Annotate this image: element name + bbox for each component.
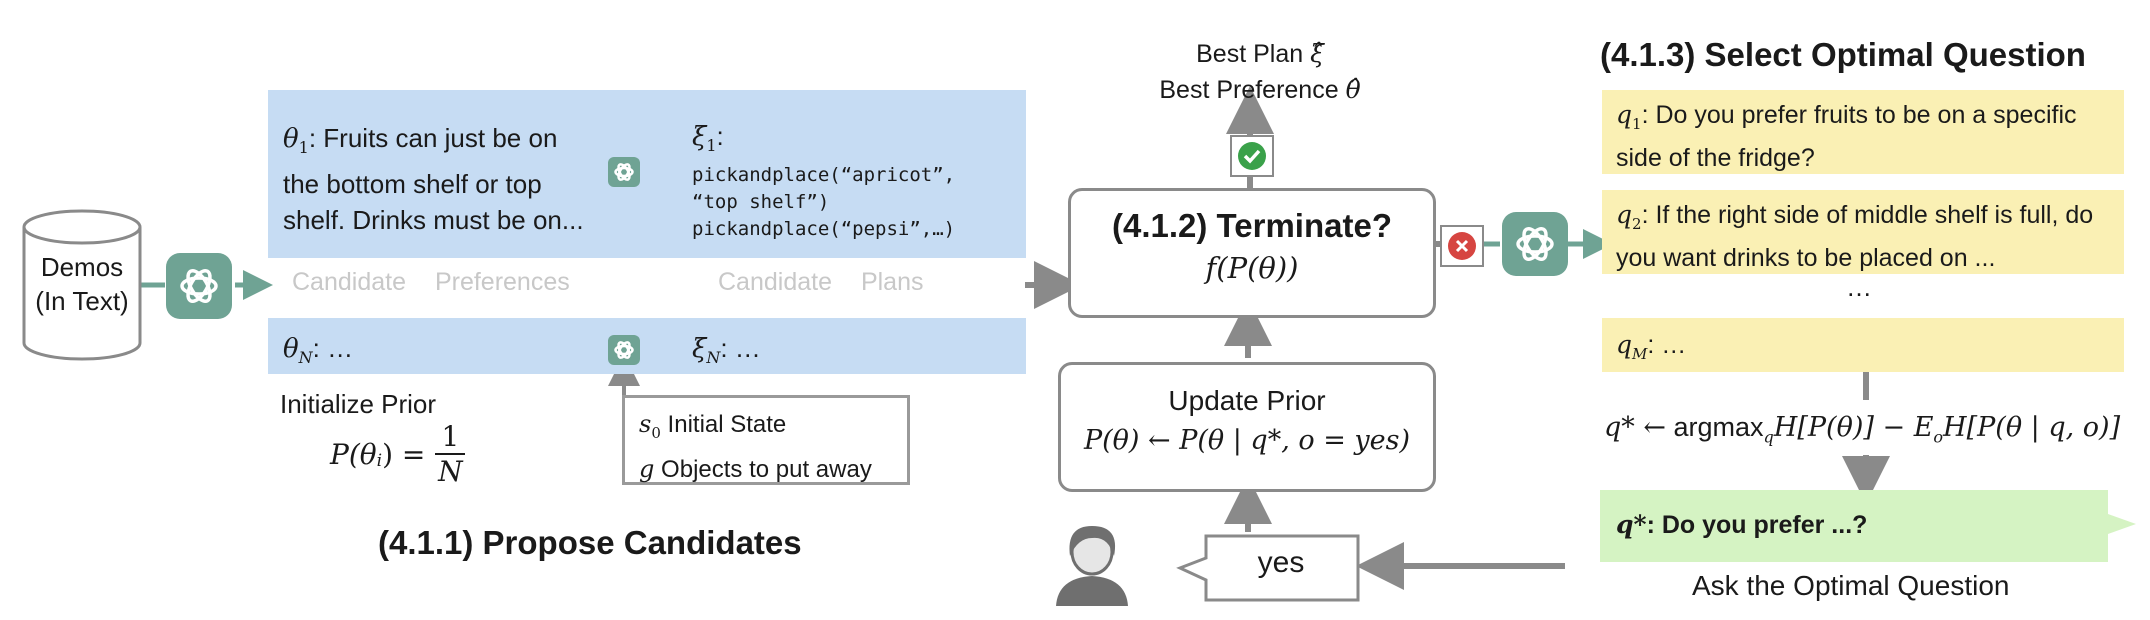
update-prior-title: Update Prior xyxy=(1168,385,1326,416)
qM-text: : … xyxy=(1647,331,1687,359)
openai-logo-icon xyxy=(614,163,634,181)
state-s-symbol: s xyxy=(639,410,652,438)
question-m: qM: … xyxy=(1602,318,2124,372)
optimal-text: : Do you prefer ...? xyxy=(1646,511,1868,539)
llm-icon-small xyxy=(608,335,640,365)
best-plan-label: Best Plan xyxy=(1196,40,1304,68)
qM-sub: M xyxy=(1632,345,1648,363)
init-prior-label: Initialize Prior xyxy=(280,389,437,419)
llm-icon xyxy=(166,253,232,319)
q2-sub: 2 xyxy=(1632,215,1642,233)
prior-numerator: 1 xyxy=(441,420,460,453)
label-candidate-plans: Candidate Plans xyxy=(718,268,923,297)
argmax-operator: argmax xyxy=(1673,412,1764,442)
xiN-sub: N xyxy=(706,348,721,368)
xi1-sub: 1 xyxy=(706,136,717,156)
speech-bubble-icon xyxy=(1176,534,1360,602)
argmax-lhs: q* ← xyxy=(1604,412,1666,443)
state-g-text: Objects to put away xyxy=(661,455,872,483)
state-s-sub: 0 xyxy=(651,423,661,442)
q1-text: : Do you prefer fruits to be on a specif… xyxy=(1616,101,2077,172)
q2-symbol: q xyxy=(1616,200,1633,229)
initial-state-box: s0 Initial State g Objects to put away xyxy=(622,395,910,485)
q2-text: : If the right side of middle shelf is f… xyxy=(1616,201,2094,272)
llm-icon-small xyxy=(608,157,640,187)
demos-label: Demos (In Text) xyxy=(24,250,140,318)
theta1-symbol: θ xyxy=(283,124,299,154)
state-s-text: Initial State xyxy=(667,411,787,438)
xiN-text: ξN: … xyxy=(692,330,761,376)
best-preference-label: Best Preference xyxy=(1159,76,1339,104)
thetaN-text: θN: … xyxy=(283,330,353,376)
optimal-symbol: q* xyxy=(1616,510,1647,539)
question-2: q2: If the right side of middle shelf is… xyxy=(1602,190,2124,274)
terminate-box: (4.1.2) Terminate? f(P(θ)) xyxy=(1068,188,1436,318)
xi1-block: ξ1: pickandplace(“apricot”, “top shelf”)… xyxy=(692,120,1022,243)
check-icon xyxy=(1230,135,1274,177)
question-1: q1: Do you prefer fruits to be on a spec… xyxy=(1602,90,2124,174)
candidate-pair-n xyxy=(268,318,1026,374)
update-prior-formula: P(θ) ← P(θ | q*, o = yes) xyxy=(1083,425,1411,456)
openai-logo-icon xyxy=(1516,226,1554,262)
plan-code-line2: “top shelf”) xyxy=(692,191,830,214)
prior-lhs-sub: i xyxy=(376,451,383,471)
xi1-symbol: ξ xyxy=(692,122,707,152)
ask-optimal-label: Ask the Optimal Question xyxy=(1692,570,2010,601)
best-plan-symbol: ξ̂ xyxy=(1310,39,1324,68)
plan-code-line3: pickandplace(“pepsi”,…) xyxy=(692,218,956,241)
label-candidate1: Candidate xyxy=(292,268,406,296)
close-icon xyxy=(1440,225,1484,267)
update-prior-box: Update Prior P(θ) ← P(θ | q*, o = yes) xyxy=(1058,362,1436,492)
demos-line2: (In Text) xyxy=(35,286,129,316)
section-title-select: (4.1.3) Select Optimal Question xyxy=(1600,36,2086,73)
llm-icon xyxy=(1502,212,1568,276)
user-avatar-icon xyxy=(1056,526,1128,606)
optimal-question: q*: Do you prefer ...? xyxy=(1616,510,1867,540)
best-preference-symbol: θ̂ xyxy=(1345,75,1361,104)
prior-lhs: P(θ xyxy=(330,437,377,471)
answer-yes: yes xyxy=(1257,546,1305,579)
label-plans: Plans xyxy=(860,268,924,296)
section-title-propose: (4.1.1) Propose Candidates xyxy=(378,524,802,561)
theta1-description: : Fruits can just be on the bottom shelf… xyxy=(283,123,584,236)
label-candidate-preferences: Candidate Preferences xyxy=(292,268,570,297)
argmax-sub: q xyxy=(1763,427,1774,447)
q1-sub: 1 xyxy=(1632,115,1642,133)
xiN-description: : … xyxy=(720,333,761,363)
optimal-question-bubble xyxy=(1600,490,2136,562)
theta1-sub: 1 xyxy=(298,138,309,158)
openai-logo-icon xyxy=(614,341,634,359)
argmax-rhs-end: H[P(θ | q, o)] xyxy=(1943,412,2121,443)
xi1-label: ξ1: xyxy=(692,120,1022,162)
thetaN-description: : … xyxy=(312,333,354,363)
q1-symbol: q xyxy=(1616,100,1633,129)
best-output: Best Plan ξ̂ Best Preference θ̂ xyxy=(1140,36,1380,108)
prior-lhs-end: ) = xyxy=(382,437,426,471)
demos-line1: Demos xyxy=(40,252,124,282)
candidate-pair-1 xyxy=(268,90,1026,258)
plan-code-line1: pickandplace(“apricot”, xyxy=(692,164,956,187)
qM-symbol: q xyxy=(1616,330,1633,359)
questions-ellipsis: … xyxy=(1846,272,1872,302)
state-g-symbol: g xyxy=(639,454,655,483)
argmax-rhs: H[P(θ)] − E xyxy=(1773,412,1934,443)
label-preferences: Preferences xyxy=(434,268,570,296)
label-candidate2: Candidate xyxy=(718,268,832,296)
terminate-title: (4.1.2) Terminate? xyxy=(1112,207,1392,244)
demos-database-icon xyxy=(22,209,142,361)
theta1-text: θ1: Fruits can just be on the bottom she… xyxy=(283,120,593,238)
prior-denominator: N xyxy=(438,455,463,488)
thetaN-sub: N xyxy=(298,348,313,368)
openai-logo-icon xyxy=(180,268,218,304)
argmax-formula: q* ← argmaxqH[P(θ)] − EoH[P(θ | q, o)] xyxy=(1604,412,2120,446)
xiN-symbol: ξ xyxy=(692,334,707,364)
terminate-formula: f(P(θ)) xyxy=(1205,251,1299,285)
argmax-rhs-sub: o xyxy=(1933,427,1944,447)
xi1-colon: : xyxy=(716,121,724,151)
thetaN-symbol: θ xyxy=(283,334,299,364)
